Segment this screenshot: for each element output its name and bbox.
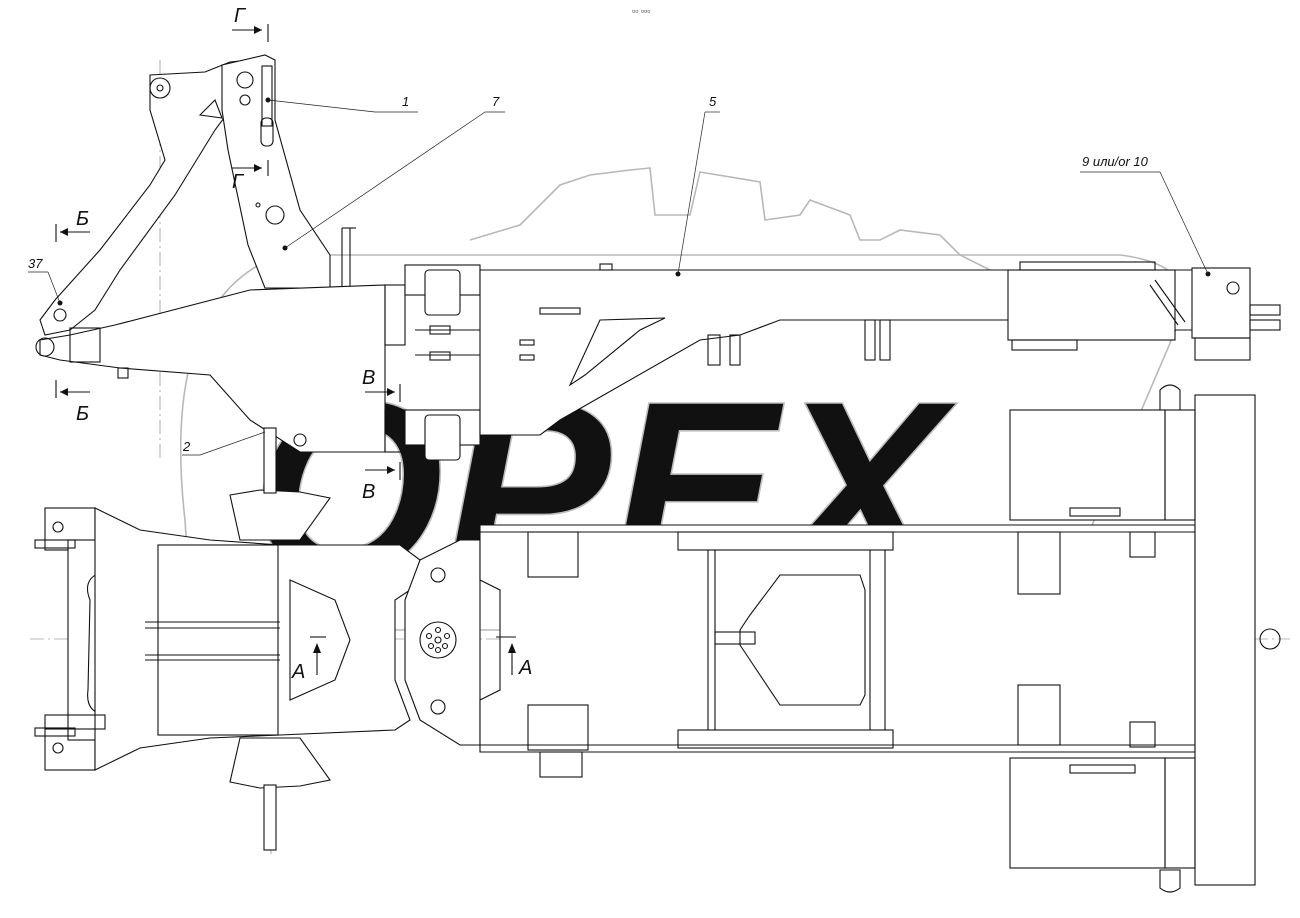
section-mark-v-top: В [362,367,375,389]
section-mark-b-top: Б [76,208,89,230]
beam-cutout [568,317,666,387]
boom-top-pin-center [156,84,164,92]
section-mark-g-lower: Г [232,171,245,193]
boom-block [69,327,101,363]
boom-plate-small-hole [255,202,261,208]
front-center-plate [289,579,351,701]
hinge-upper-bearing [424,269,461,316]
boom-connector [384,284,406,346]
boom-top-plate [221,54,331,289]
label-5: 5 [709,94,717,109]
articulation-hub [419,621,457,659]
boom-slot [261,65,273,127]
leader-lines [28,99,1209,456]
front-shaft-upper [263,427,277,494]
front-frame-middle [157,544,279,736]
front-cradle-lower [229,737,331,789]
section-marks: Г Г Б Б В В А А [55,5,532,683]
beam-tip-box [1007,269,1176,341]
rear-cross-beam [1194,394,1256,886]
front-cradle-upper [229,489,331,541]
boom-lower-pin [35,337,55,357]
boom-rear-pin [293,433,307,447]
label-2: 2 [182,439,191,454]
label-9-10: 9 или/or 10 [1082,154,1149,169]
beam-head [1191,267,1251,339]
section-mark-b-bottom: Б [76,403,89,425]
rear-box-upper [1009,409,1166,521]
boom-cutout [198,99,223,119]
front-shaft-lower [263,784,277,851]
label-7: 7 [492,94,500,109]
hinge-group [404,264,481,461]
header-mark: ▫▫ ▫▫▫ [632,6,650,16]
label-1: 1 [402,94,409,109]
rear-frame-body [479,524,1196,753]
rear-tow-eye [1259,628,1281,650]
section-mark-a-left: А [291,661,305,683]
boom-slot-lower [260,117,274,147]
boom-pivot-pin [53,308,67,322]
rear-frame-tank [739,574,866,706]
chassis-frame [34,384,1281,893]
boom-arm [39,59,251,336]
rear-box-lower [1009,757,1166,869]
label-37: 37 [28,256,43,271]
main-beam [479,261,1281,436]
hinge-lower-bearing [424,414,461,461]
boom-assembly [35,54,406,453]
section-mark-g-top: Г [234,5,247,27]
boom-plate-hole-upper [236,71,254,89]
boom-plate-hole-lower [265,205,285,225]
boom-plate-hole-mid [239,94,251,106]
boom-lower-arm [39,284,386,453]
section-mark-v-bottom: В [362,481,375,503]
boom-top-pin [149,77,171,99]
watermark-gear [469,167,1061,291]
section-mark-a-right: А [518,657,532,679]
